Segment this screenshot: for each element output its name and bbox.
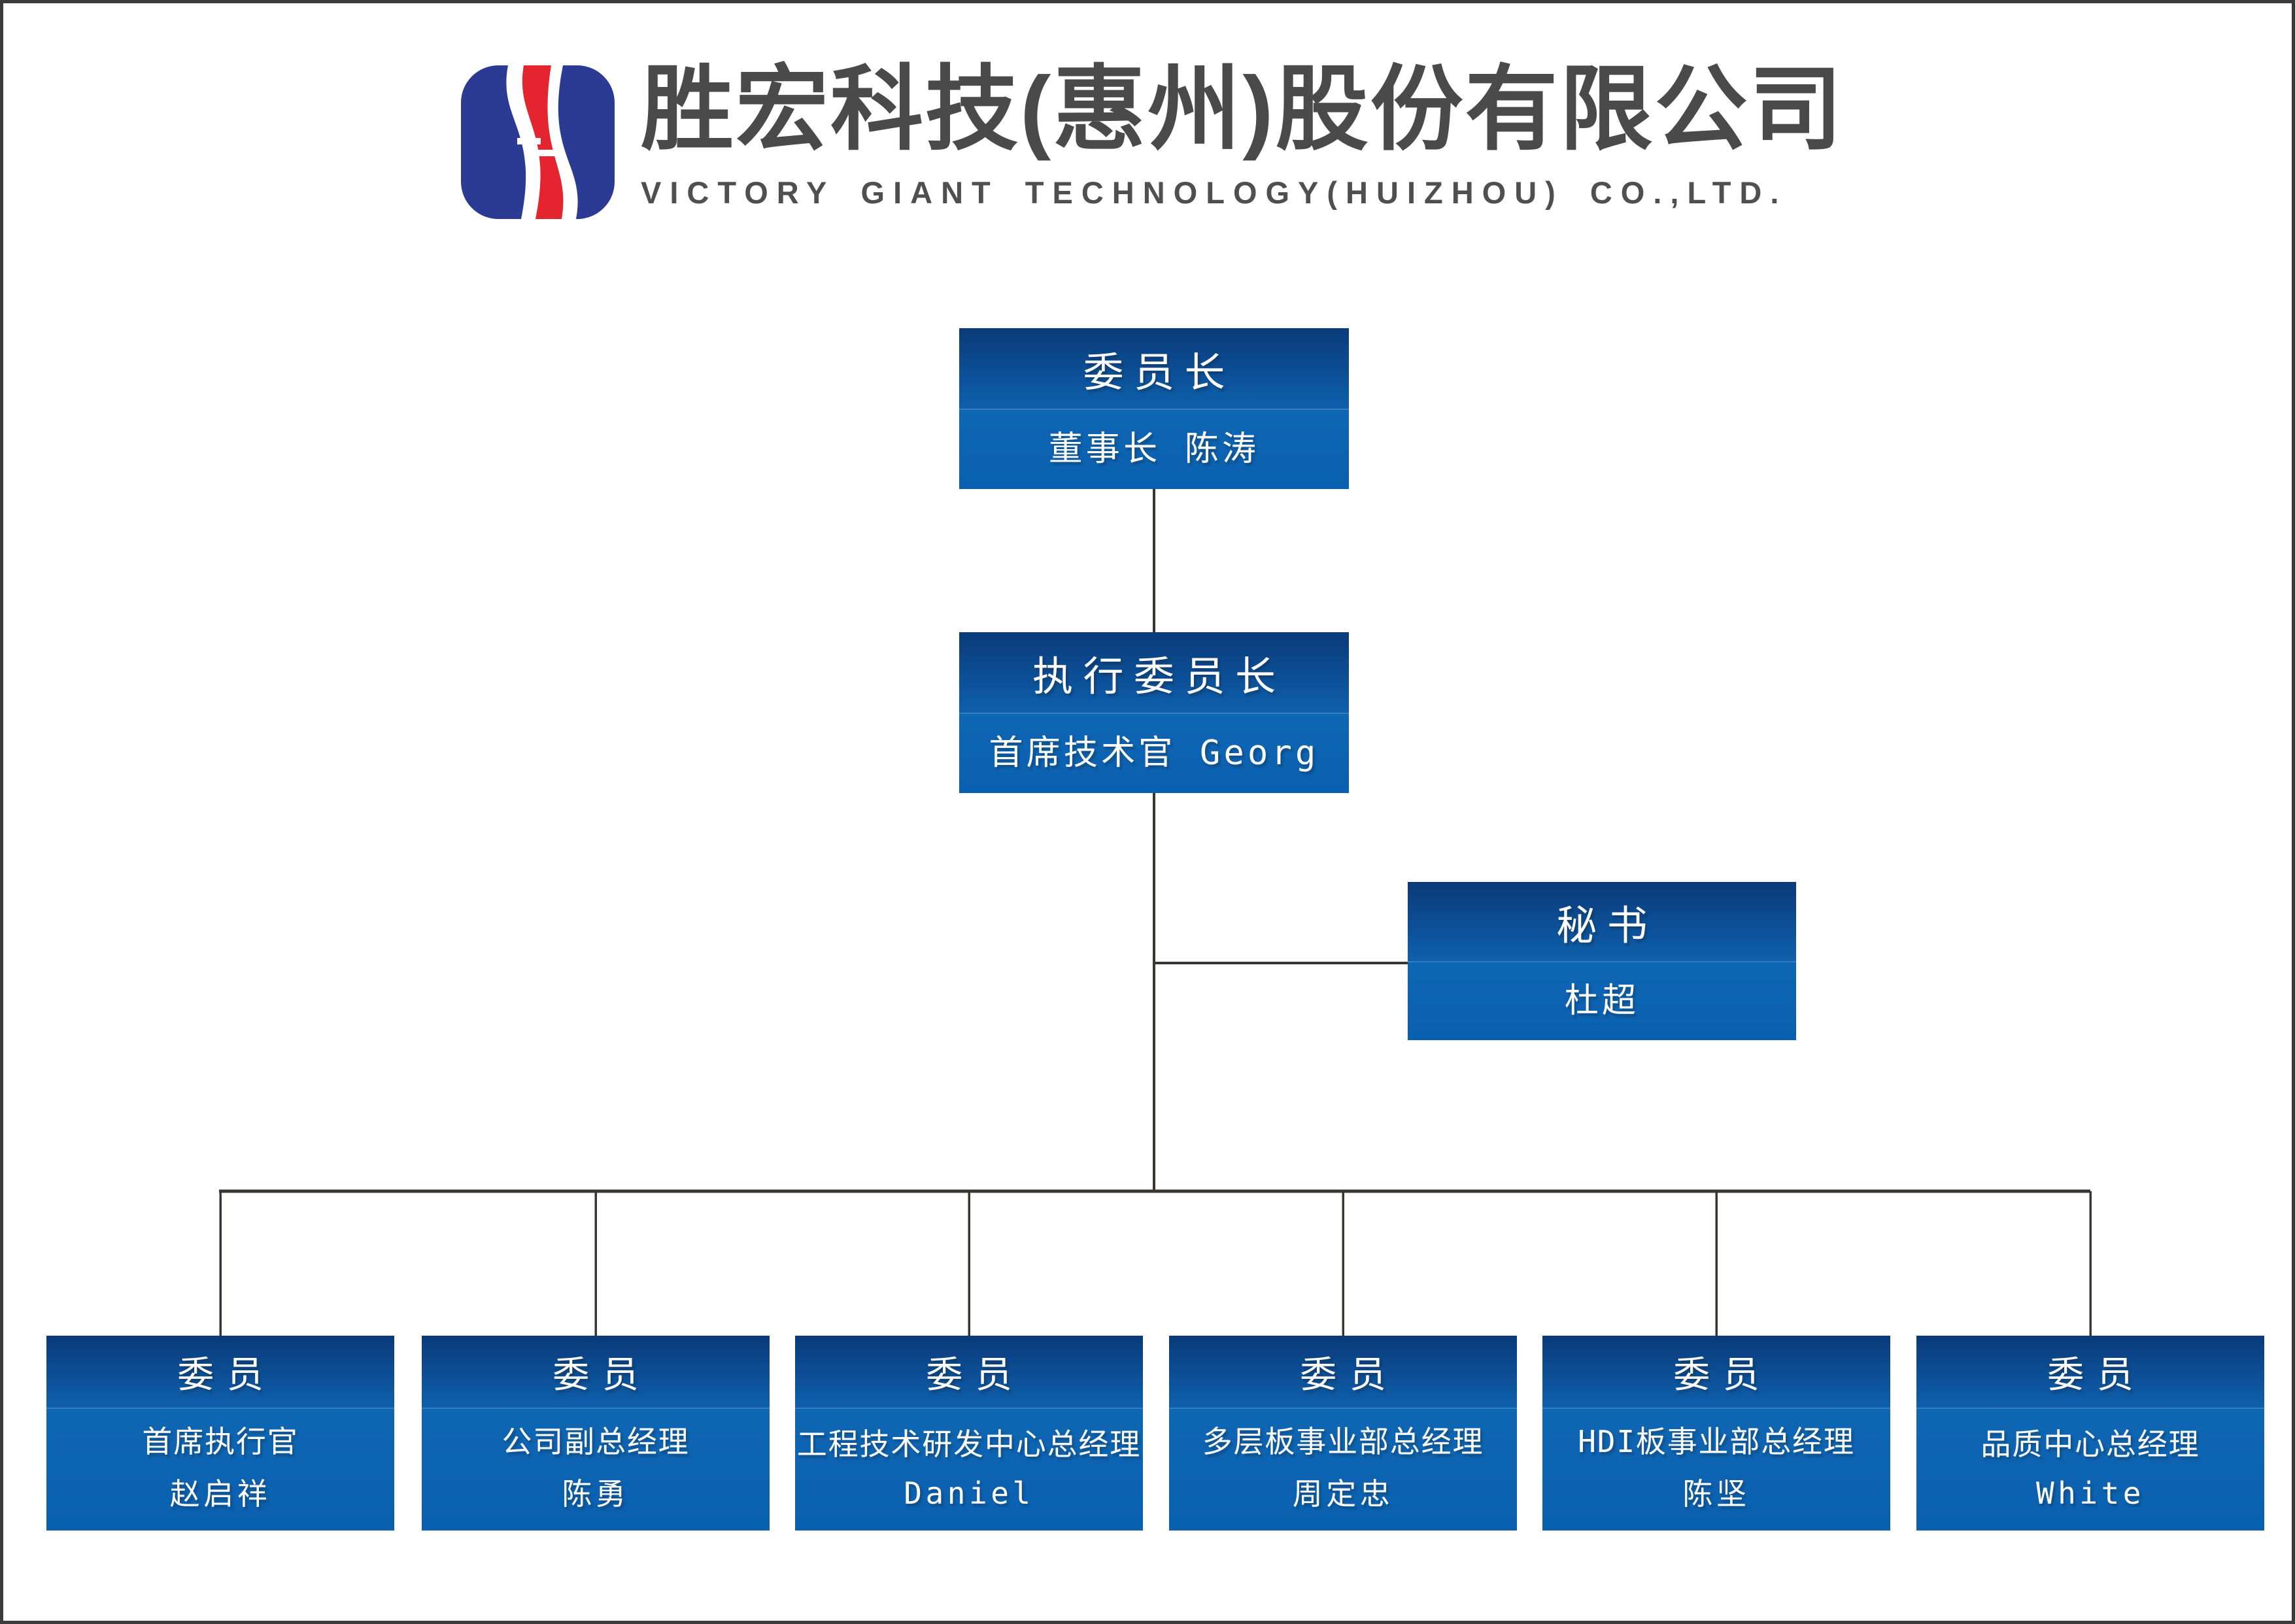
- executive-chairman-person: 首席技术官 Georg: [989, 734, 1319, 773]
- member-1-person: 赵启祥: [169, 1476, 271, 1512]
- member-2-position: 公司副总经理: [502, 1424, 690, 1460]
- member-1-role: 委员: [46, 1336, 394, 1408]
- chairman-role: 委员长: [959, 328, 1349, 409]
- company-name-block: 胜宏科技(惠州)股份有限公司 VICTORY GIANT TECHNOLOGY(…: [641, 54, 1948, 211]
- member-3-position: 工程技术研发中心总经理: [796, 1427, 1142, 1463]
- member-1-position: 首席执行官: [142, 1424, 299, 1460]
- node-secretary: 秘书 杜超: [1408, 882, 1796, 1040]
- company-name-en: VICTORY GIANT TECHNOLOGY(HUIZHOU) CO.,LT…: [641, 175, 1788, 211]
- member-5-role: 委员: [1542, 1336, 1890, 1408]
- member-6-person: White: [2035, 1476, 2145, 1512]
- node-executive-chairman: 执行委员长 首席技术官 Georg: [959, 632, 1349, 793]
- member-2-role: 委员: [422, 1336, 770, 1408]
- member-2-person: 陈勇: [562, 1476, 630, 1512]
- logo-notch-right: [538, 150, 562, 156]
- member-4-role: 委员: [1169, 1336, 1517, 1408]
- node-member-4: 委员 多层板事业部总经理 周定忠: [1169, 1336, 1517, 1531]
- member-4-position: 多层板事业部总经理: [1202, 1424, 1484, 1460]
- node-member-2: 委员 公司副总经理 陈勇: [422, 1336, 770, 1531]
- member-6-role: 委员: [1916, 1336, 2264, 1408]
- logo-notch-left: [517, 138, 541, 144]
- company-name-cn: 胜宏科技(惠州)股份有限公司: [641, 58, 1844, 161]
- member-3-person: Daniel: [904, 1476, 1034, 1512]
- logo-red-s: [522, 65, 564, 219]
- member-3-role: 委员: [795, 1336, 1143, 1408]
- node-chairman: 委员长 董事长 陈涛: [959, 328, 1349, 489]
- node-member-3: 委员 工程技术研发中心总经理 Daniel: [795, 1336, 1143, 1531]
- connector-lines: [219, 489, 2092, 1336]
- secretary-person: 杜超: [1564, 981, 1640, 1021]
- node-member-6: 委员 品质中心总经理 White: [1916, 1336, 2264, 1531]
- company-logo: [461, 65, 615, 219]
- member-5-position: HDI板事业部总经理: [1578, 1424, 1855, 1460]
- member-4-person: 周定忠: [1292, 1476, 1394, 1512]
- chairman-person: 董事长 陈涛: [1048, 430, 1260, 469]
- executive-chairman-role: 执行委员长: [959, 632, 1349, 713]
- member-6-position: 品质中心总经理: [1980, 1427, 2200, 1463]
- secretary-role: 秘书: [1408, 882, 1796, 961]
- node-member-1: 委员 首席执行官 赵启祥: [46, 1336, 394, 1531]
- member-5-person: 陈坚: [1682, 1476, 1750, 1512]
- node-member-5: 委员 HDI板事业部总经理 陈坚: [1542, 1336, 1890, 1531]
